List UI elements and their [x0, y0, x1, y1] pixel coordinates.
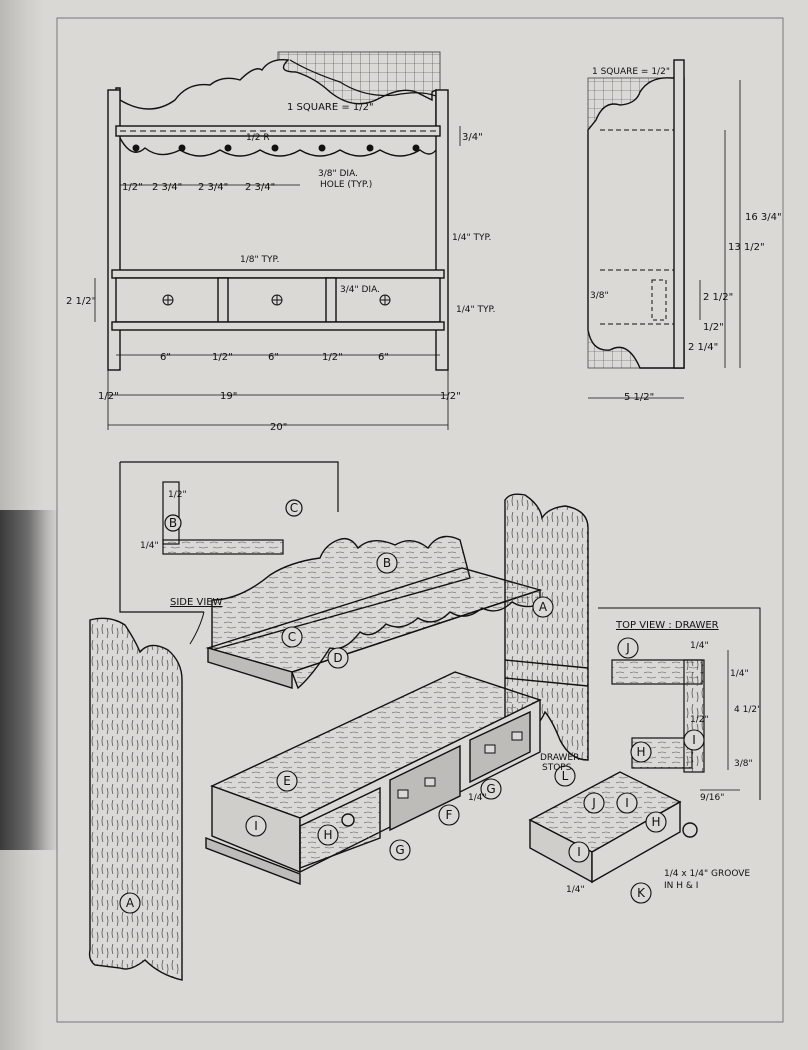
label-c: C [288, 630, 296, 644]
dim-quarter-f: 1/4" [468, 793, 487, 803]
label-i-drawer-2: I [577, 845, 581, 859]
label-j-drawer: J [591, 796, 596, 810]
label-h-top: H [636, 745, 645, 759]
drawer-stops-line-1: DRAWER [540, 753, 579, 763]
dim-drawer-height: 2 1/2" [66, 296, 96, 307]
dim-side-2-1-4: 2 1/4" [688, 342, 718, 353]
label-i-case: I [254, 819, 258, 833]
label-d: D [333, 651, 342, 665]
detail-part-c: C [290, 501, 298, 515]
groove-note-1: 1/4 x 1/4" GROOVE [664, 869, 750, 879]
dim-2-3-4-c: 2 3/4" [245, 182, 275, 193]
side-detail-box [119, 461, 339, 645]
tv-dim-6: 9/16" [700, 793, 724, 803]
side-scale-note: 1 SQUARE = 1/2" [592, 67, 670, 77]
dim-5-1-2: 5 1/2" [624, 392, 654, 403]
dim-6-a: 6" [160, 352, 171, 363]
top-view-labels: TOP VIEW : DRAWER 1/4" 1/4" 4 1/2" 1/2" … [615, 620, 761, 803]
label-g-1: G [486, 782, 495, 796]
tv-dim-3: 4 1/2" [734, 705, 761, 715]
label-i-drawer: I [625, 796, 629, 810]
front-backboard [115, 59, 437, 129]
front-bottom-shelf [111, 269, 445, 279]
front-top-shelf [115, 125, 441, 137]
dim-side-half: 1/2" [703, 322, 724, 333]
dim-2-3-4-b: 2 3/4" [198, 182, 228, 193]
tv-dim-2: 1/4" [730, 669, 749, 679]
dim-knob-dia: 3/4" DIA. [340, 285, 380, 295]
dim-half-c: 1/2" [322, 352, 343, 363]
dim-edge-right: 1/2" [440, 391, 461, 402]
label-a-right: A [539, 600, 548, 614]
detail-dim-half: 1/2" [168, 490, 187, 500]
detail-dim-quarter: 1/4" [140, 541, 159, 551]
tv-dim-1: 1/4" [690, 641, 709, 651]
groove-note-2: IN H & I [664, 881, 698, 891]
label-h-case: H [323, 828, 332, 842]
part-b-backboard [211, 535, 471, 651]
label-h-drawer: H [651, 815, 660, 829]
tv-dim-4: 1/2" [690, 715, 709, 725]
front-dimensions: 1 SQUARE = 1/2" 3/4" 1/2 R 3/8" DIA. HOL… [66, 102, 495, 433]
part-a-left-panel [88, 617, 183, 981]
dim-half-b: 1/2" [212, 352, 233, 363]
dim-quarter-k: 1/4" [566, 885, 585, 895]
label-j-top: J [625, 641, 630, 655]
drawer-stop-marks [397, 731, 523, 799]
label-b: B [383, 556, 391, 570]
notes: DRAWER STOPS 1/4 x 1/4" GROOVE IN H & I … [468, 753, 750, 895]
label-k: K [637, 886, 646, 900]
isometric-assembly [88, 493, 698, 981]
dim-2-3-4-a: 2 3/4" [152, 182, 182, 193]
label-a-left: A [126, 896, 135, 910]
front-scallop-skirt [119, 137, 437, 157]
drawer-stops-line-2: STOPS [542, 763, 572, 773]
side-profile [587, 77, 685, 369]
label-e: E [283, 774, 291, 788]
dim-typ-quarter: 1/4" TYP. [452, 233, 491, 243]
dim-16-3-4: 16 3/4" [745, 212, 782, 223]
label-i-top: I [692, 733, 696, 747]
label-f: F [446, 808, 453, 822]
hole-note-2: HOLE (TYP.) [320, 180, 372, 190]
front-view [94, 51, 461, 430]
dim-6-b: 6" [268, 352, 279, 363]
dim-13-1-2: 13 1/2" [728, 242, 765, 253]
dim-radius: 1/2 R [246, 133, 270, 143]
hole-note-1: 3/8" DIA. [318, 169, 358, 179]
dim-typ-quarter-b: 1/4" TYP. [456, 305, 495, 315]
detail-part-b: B [169, 516, 177, 530]
dim-20: 20" [270, 422, 287, 433]
top-view-title: TOP VIEW : DRAWER [615, 620, 719, 631]
side-view-caption: SIDE VIEW [170, 597, 223, 608]
label-g-2: G [395, 843, 404, 857]
label-l: L [562, 769, 569, 783]
front-scale-note: 1 SQUARE = 1/2" [287, 102, 374, 113]
side-dimensions: 1 SQUARE = 1/2" 16 3/4" 13 1/2" 2 1/2" 1… [590, 67, 782, 403]
tv-dim-5: 3/8" [734, 759, 753, 769]
dim-side-2-1-2: 2 1/2" [703, 292, 733, 303]
dim-19: 19" [220, 391, 237, 402]
dim-typ-eighth: 1/8" TYP. [240, 255, 279, 265]
dim-half-a: 1/2" [122, 182, 143, 193]
detail-labels: B C 1/2" 1/4" SIDE VIEW [140, 490, 298, 608]
part-circles [119, 552, 705, 914]
side-view [587, 59, 741, 399]
binding-shadow [0, 510, 60, 850]
dim-three-quarter: 3/4" [462, 132, 483, 143]
dim-side-small: 3/8" [590, 291, 609, 301]
part-a-right-panel [504, 493, 589, 761]
part-letters: A B C D A E F G G I H L J H I J I H I K [126, 556, 696, 910]
dim-edge-left: 1/2" [98, 391, 119, 402]
dim-6-c: 6" [378, 352, 389, 363]
